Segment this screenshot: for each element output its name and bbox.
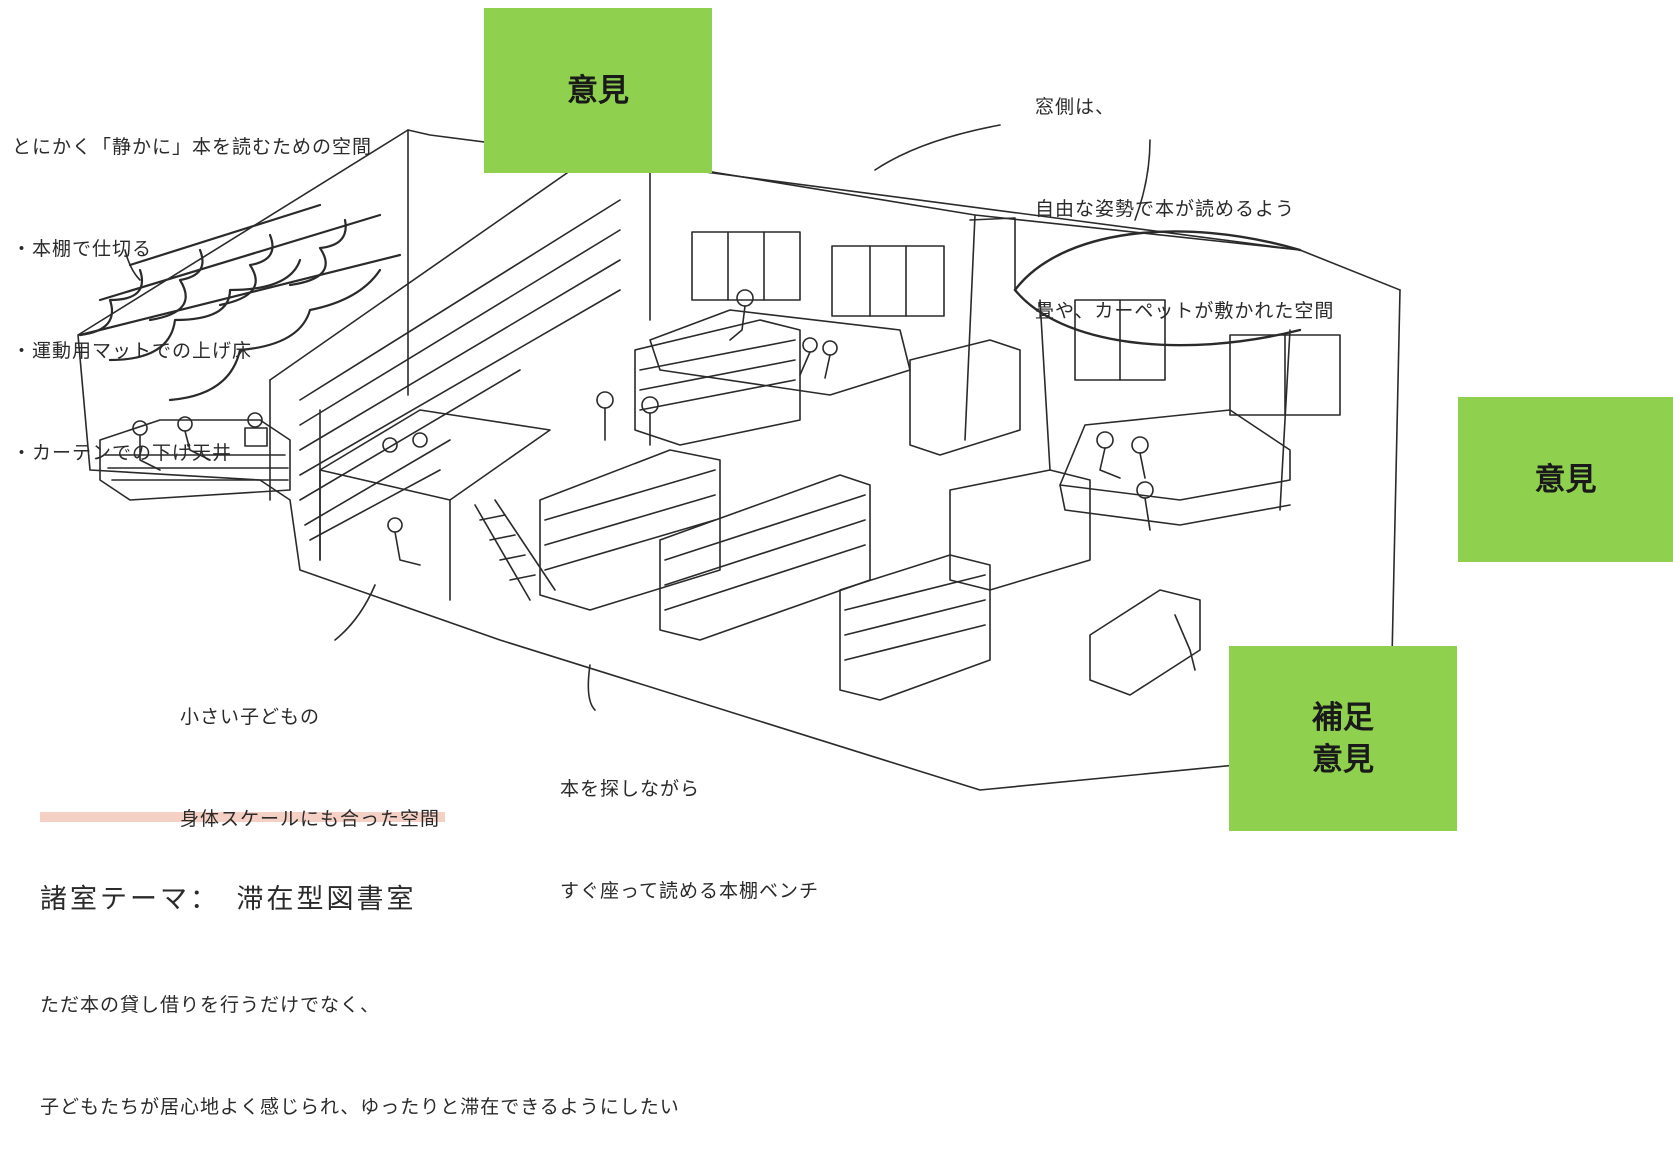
sticky-note-opinion-right[interactable]: 意見 <box>1458 397 1673 562</box>
room-theme-title: 諸室テーマ： 滞在型図書室 <box>40 884 417 915</box>
curtain-ceiling <box>78 203 402 402</box>
note-line: すぐ座って読める本棚ベンチ <box>560 880 820 902</box>
library-sketch <box>77 124 1401 791</box>
note-line: 身体スケールにも合った空間 <box>180 808 441 830</box>
note-line: 自由な姿勢で本が読めるよう <box>1035 198 1296 220</box>
shelf-units <box>539 319 1091 701</box>
kids-space-note: 小さい子どもの 身体スケールにも合った空間 <box>180 632 440 870</box>
leader-lines <box>124 124 1151 711</box>
theme-description-line: 子どもたちが居心地よく感じられ、ゆったりと滞在できるようにしたい <box>40 1096 680 1118</box>
note-line: 畳や、カーペットが敷かれた空間 <box>1035 300 1335 322</box>
carpet-area <box>1013 230 1302 531</box>
loft-ladder <box>319 409 556 601</box>
title-highlight <box>40 812 445 822</box>
sticky-note-label: 意見 <box>1312 741 1374 778</box>
note-line: とにかく「静かに」本を読むための空間 <box>12 136 373 158</box>
note-line: 窓側は、 <box>1035 96 1116 118</box>
note-line: ・本棚で仕切る <box>12 238 153 260</box>
note-line: 小さい子どもの <box>180 706 321 728</box>
raised-floor <box>99 412 291 501</box>
desk <box>1089 589 1201 696</box>
sticky-note-label: 補足 <box>1312 699 1374 736</box>
note-line: ・カーテンでの下げ天井 <box>12 442 233 464</box>
room-theme-block: 諸室テーマ： 滞在型図書室 ただ本の貸し借りを行うだけでなく、 子どもたちが居心… <box>40 778 680 1158</box>
quiet-space-note: とにかく「静かに」本を読むための空間 ・本棚で仕切る ・運動用マットでの上げ床 … <box>12 62 372 504</box>
theme-description-line: ただ本の貸し借りを行うだけでなく、 <box>40 994 381 1016</box>
note-line: ・運動用マットでの上げ床 <box>12 340 253 362</box>
sticky-note-label: 意見 <box>567 72 629 109</box>
window-side-note: 窓側は、 自由な姿勢で本が読めるよう 畳や、カーペットが敷かれた空間 <box>1035 22 1334 362</box>
bookshelf-bench-note: 本を探しながら すぐ座って読める本棚ベンチ <box>560 704 819 942</box>
sticky-note-opinion-top[interactable]: 意見 <box>484 8 712 173</box>
sticky-note-supplement-opinion[interactable]: 補足 意見 <box>1229 646 1457 831</box>
tatami-platform <box>596 289 911 446</box>
sticky-note-label: 意見 <box>1534 461 1597 498</box>
back-windows <box>691 231 1341 416</box>
note-line: 本を探しながら <box>560 778 701 800</box>
